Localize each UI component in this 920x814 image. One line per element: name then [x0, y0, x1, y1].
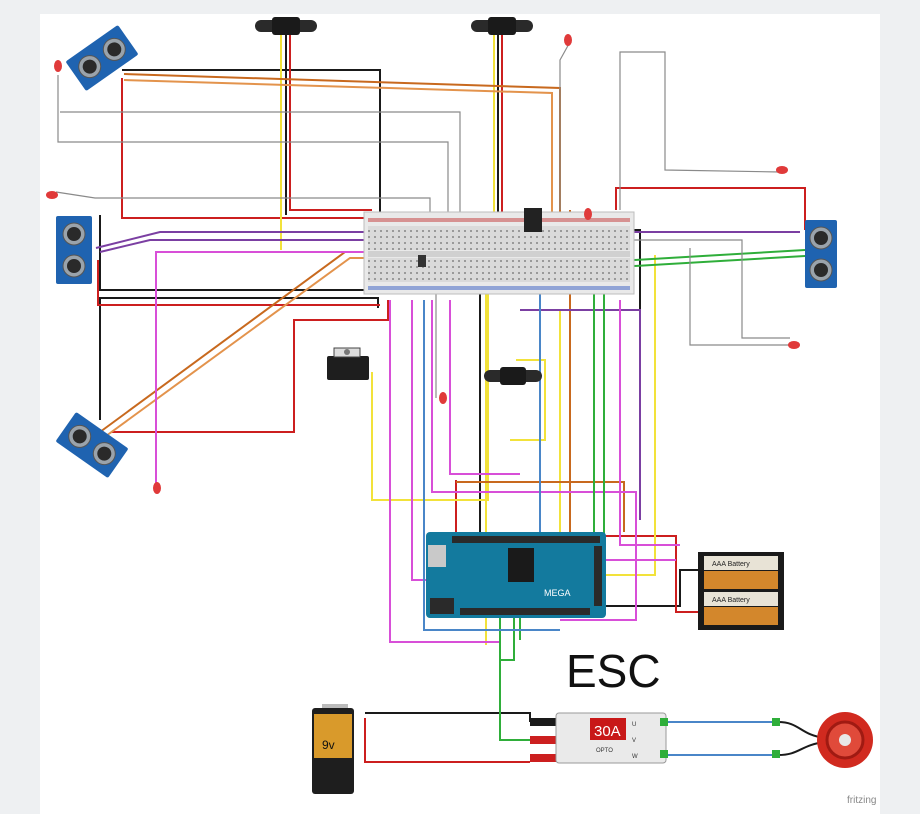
wire-red [364, 718, 530, 763]
esc-controller: 30A OPTO U V W [530, 712, 780, 764]
esc-label: ESC [566, 645, 661, 697]
led [54, 60, 62, 72]
wire-magenta [449, 300, 520, 475]
wire-yellow [600, 255, 656, 576]
wire-magenta [155, 251, 420, 486]
wire-green [499, 612, 530, 741]
battery-label: AAA Battery [712, 561, 750, 568]
servo-motor [327, 347, 369, 380]
wire-black [122, 69, 381, 215]
transistor [418, 255, 426, 267]
wire-gray [559, 41, 571, 210]
led [584, 208, 592, 220]
led [788, 341, 800, 349]
led [46, 191, 58, 199]
aaa-battery-pack: AAA Battery AAA Battery [698, 552, 784, 630]
led [439, 392, 447, 404]
wires [55, 30, 826, 763]
esc-phase-w: W [632, 754, 638, 760]
wire-magenta [431, 300, 637, 621]
wire-red [600, 535, 700, 613]
led [153, 482, 161, 494]
wire-red [112, 300, 389, 433]
wire-red [121, 78, 372, 219]
wire-yellow [371, 280, 489, 501]
wire-black [365, 712, 531, 722]
ultrasonic-sensor-top-left [66, 25, 138, 91]
wire-black [99, 215, 372, 291]
wire-yellow [510, 359, 546, 441]
ultrasonic-sensor-bottom-left [56, 412, 128, 478]
wire-orange [456, 481, 625, 532]
brushless-motor [817, 712, 873, 768]
led-indicators [46, 34, 800, 494]
wire-black [99, 297, 379, 420]
wire-gray [60, 111, 461, 212]
esc-brand: OPTO [596, 748, 613, 754]
wire-red [289, 30, 372, 211]
wire-gray [619, 51, 781, 210]
ir-sensor-middle [484, 367, 542, 385]
wire-magenta [389, 300, 500, 643]
wire-magenta [619, 300, 680, 546]
ir-sensor-top-1 [255, 17, 317, 35]
ir-sensor-top-2 [471, 17, 533, 35]
fritzing-brand: fritzing [847, 795, 877, 806]
battery-9v: 9v [312, 704, 354, 794]
led [564, 34, 572, 46]
breadboard [363, 208, 635, 295]
esc-rating: 30A [594, 723, 621, 740]
ultrasonic-sensor-left [56, 216, 92, 284]
wire-blue [423, 300, 560, 631]
wire-gray [57, 75, 449, 212]
arduino-label: MEGA [544, 588, 571, 598]
wire-purple [520, 309, 641, 520]
wire-gray [689, 248, 792, 346]
wire-gray [55, 191, 431, 212]
wire-gray [632, 239, 790, 339]
arduino-mega: MEGA [426, 532, 606, 618]
led [776, 166, 788, 174]
ultrasonic-sensor-right [805, 220, 837, 288]
wire-red [615, 187, 806, 230]
battery-9v-label: 9v [322, 738, 335, 752]
wire-green [500, 600, 515, 661]
wire-orange [123, 79, 553, 220]
esc-phase-v: V [632, 738, 636, 744]
wire-black [604, 569, 700, 607]
chip [524, 208, 542, 232]
battery-label: AAA Battery [712, 597, 750, 604]
esc-phase-u: U [632, 722, 636, 728]
